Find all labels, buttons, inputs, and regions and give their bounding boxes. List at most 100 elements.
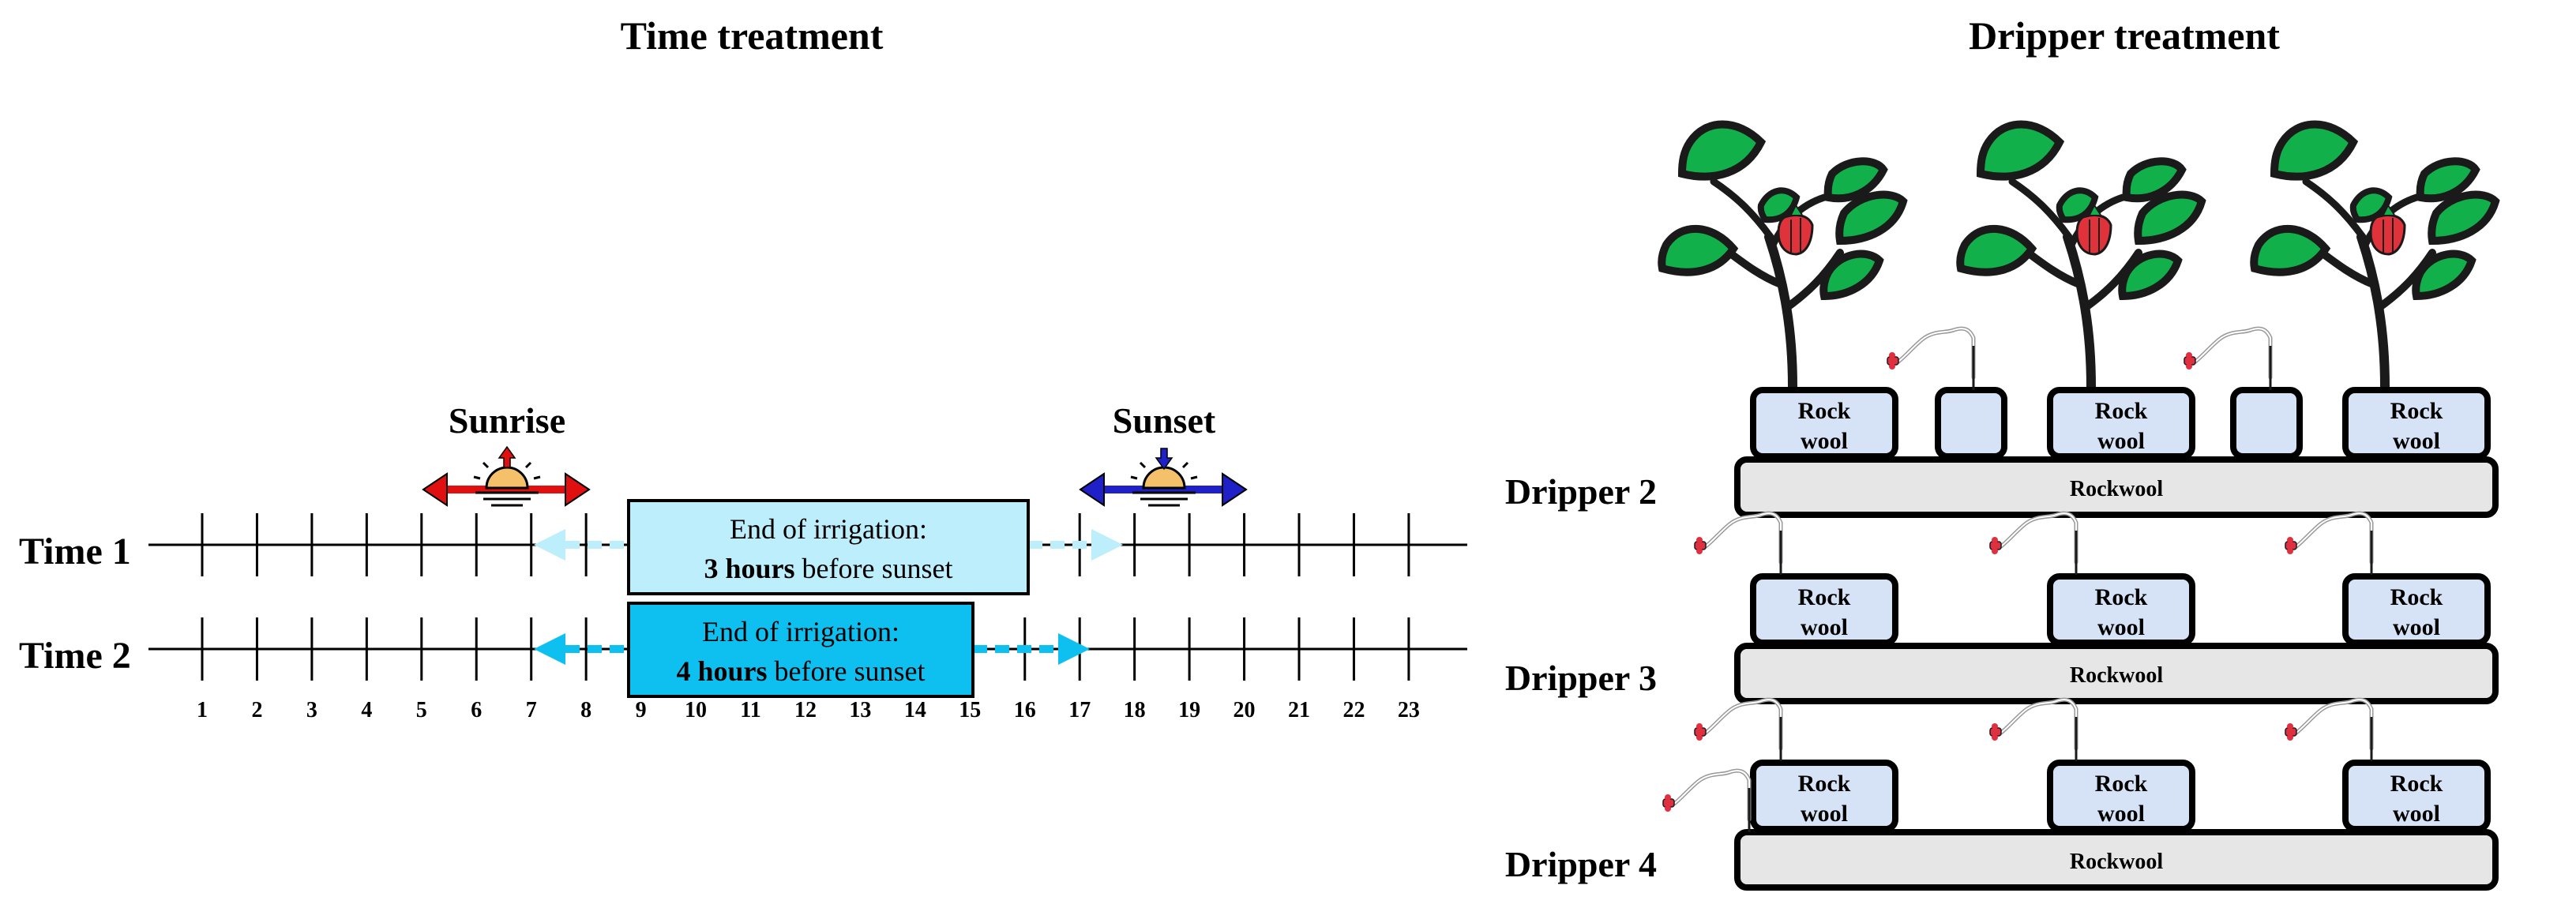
- time2-arrowhead-right: [1058, 633, 1090, 665]
- dripper-3-emitter-a: [1695, 513, 1781, 575]
- rockwool-block-line2: wool: [2097, 428, 2145, 454]
- hour-tick-label: 13: [849, 698, 871, 722]
- time1-arrowhead-left: [534, 529, 565, 561]
- rockwool-block-line1: Rock: [1798, 771, 1851, 797]
- hour-tick-label: 18: [1124, 698, 1146, 722]
- rockwool-block-line2: wool: [2393, 428, 2440, 454]
- hour-tick-label: 17: [1068, 698, 1091, 722]
- hour-tick-label: 15: [959, 698, 981, 722]
- time1-box-hours: 3 hours: [704, 553, 795, 584]
- rockwool-block: [1750, 760, 1898, 832]
- hour-tick-label: 6: [471, 698, 482, 722]
- hour-tick-label: 14: [904, 698, 926, 722]
- sunrise-marker: [422, 445, 591, 507]
- sunrise-label: Sunrise: [449, 400, 565, 441]
- hour-tick-label: 5: [416, 698, 427, 722]
- rockwool-block-line1: Rock: [1798, 398, 1851, 424]
- hour-tick-label: 3: [306, 698, 317, 722]
- rockwool-slab-label: Rockwool: [2070, 850, 2163, 874]
- hour-tick-label: 16: [1014, 698, 1036, 722]
- hour-tick-label: 7: [526, 698, 537, 722]
- hour-tick-label: 4: [361, 698, 372, 722]
- hour-tick-label: 2: [251, 698, 262, 722]
- dripper-label: Dripper 3: [1505, 658, 1657, 698]
- rockwool-block: [2047, 573, 2195, 646]
- rockwool-block: [2047, 760, 2195, 832]
- rockwool-block-line2: wool: [1801, 801, 1848, 827]
- rockwool-block: [2342, 387, 2491, 460]
- rockwool-block-line1: Rock: [2095, 584, 2148, 610]
- rockwool-block-line1: Rock: [1798, 584, 1851, 610]
- rockwool-block-line1: Rock: [2095, 398, 2148, 424]
- rockwool-block-line2: wool: [2097, 614, 2145, 640]
- time2-label: Time 2: [19, 635, 131, 677]
- rockwool-block-line2: wool: [2097, 801, 2145, 827]
- time2-arrowhead-left: [534, 633, 565, 665]
- time1-irrigation-window: End of irrigation: 3 hours before sunset: [534, 499, 1123, 595]
- rockwool-slab-label: Rockwool: [2070, 663, 2163, 688]
- time2-box-rest: before sunset: [768, 655, 926, 687]
- rockwool-block-line2: wool: [1801, 428, 1848, 454]
- pepper-plant-1: [1662, 125, 1903, 388]
- rockwool-block: [2342, 573, 2491, 646]
- rockwool-block-line1: Rock: [2390, 398, 2443, 424]
- time1-arrowhead-right: [1091, 529, 1123, 561]
- hour-tick-label: 22: [1342, 698, 1365, 722]
- time2-box-line2: 4 hours before sunset: [677, 655, 926, 687]
- dripper-4-emitter-b: [1990, 700, 2076, 761]
- hour-tick-label: 8: [580, 698, 591, 722]
- hour-tick-label: 23: [1398, 698, 1420, 722]
- dripper-2-emitter-b: [2184, 328, 2270, 390]
- dripper-4-emitter-slab: [1663, 771, 1749, 832]
- dripper-treatment-title: Dripper treatment: [1969, 13, 2280, 58]
- rockwool-block-line2: wool: [2393, 801, 2440, 827]
- hour-tick-label: 10: [685, 698, 707, 722]
- plants: [1662, 125, 2495, 388]
- dripper-4-emitter-c: [2285, 700, 2371, 761]
- rockwool-slab-label: Rockwool: [2070, 477, 2163, 501]
- time2-box-line1: End of irrigation:: [702, 616, 899, 647]
- sunset-down-arrow-icon: [1155, 448, 1173, 471]
- time2-box-hours: 4 hours: [677, 655, 768, 687]
- dripper-2-emitter-a: [1887, 328, 1973, 390]
- rockwool-block: [1750, 573, 1898, 646]
- rockwool-block-line2: wool: [1801, 614, 1848, 640]
- rockwool-block-line1: Rock: [2095, 771, 2148, 797]
- sunset-arrowhead-right: [1222, 472, 1248, 507]
- sunset-label: Sunset: [1113, 400, 1216, 441]
- hour-tick-label: 19: [1178, 698, 1200, 722]
- hour-tick-label: 21: [1288, 698, 1310, 722]
- hour-tick-label: 12: [794, 698, 817, 722]
- hour-tick-label: 1: [197, 698, 208, 722]
- rockwool-cube: [2230, 387, 2303, 460]
- time1-box-rest: before sunset: [795, 553, 953, 584]
- time1-box-line2: 3 hours before sunset: [704, 553, 953, 584]
- dripper-4-emitter-a: [1695, 700, 1781, 761]
- time2-irrigation-window: End of irrigation: 4 hours before sunset: [534, 602, 1090, 698]
- time1-label: Time 1: [19, 531, 131, 572]
- rockwool-block: [2342, 760, 2491, 832]
- time-treatment-title: Time treatment: [621, 13, 884, 58]
- sunset-arrowhead-left: [1079, 472, 1105, 507]
- time2-irrigation-box: [627, 602, 974, 698]
- pepper-plant-3: [2254, 125, 2495, 388]
- hour-tick-label: 11: [740, 698, 760, 722]
- sunrise-arrowhead-left: [422, 472, 448, 507]
- hour-tick-label: 20: [1234, 698, 1256, 722]
- dripper-label: Dripper 2: [1505, 471, 1657, 512]
- sunrise-up-arrow-icon: [498, 445, 516, 468]
- sunrise-arrowhead-right: [565, 472, 591, 507]
- rockwool-cube: [1935, 387, 2007, 460]
- dripper-3-emitter-b: [1990, 513, 2076, 575]
- rockwool-block: [1750, 387, 1898, 460]
- sunset-marker: [1079, 448, 1248, 507]
- dripper-label: Dripper 4: [1505, 844, 1657, 884]
- hour-tick-label: 9: [636, 698, 647, 722]
- rockwool-block: [2047, 387, 2195, 460]
- pepper-plant-2: [1960, 125, 2202, 388]
